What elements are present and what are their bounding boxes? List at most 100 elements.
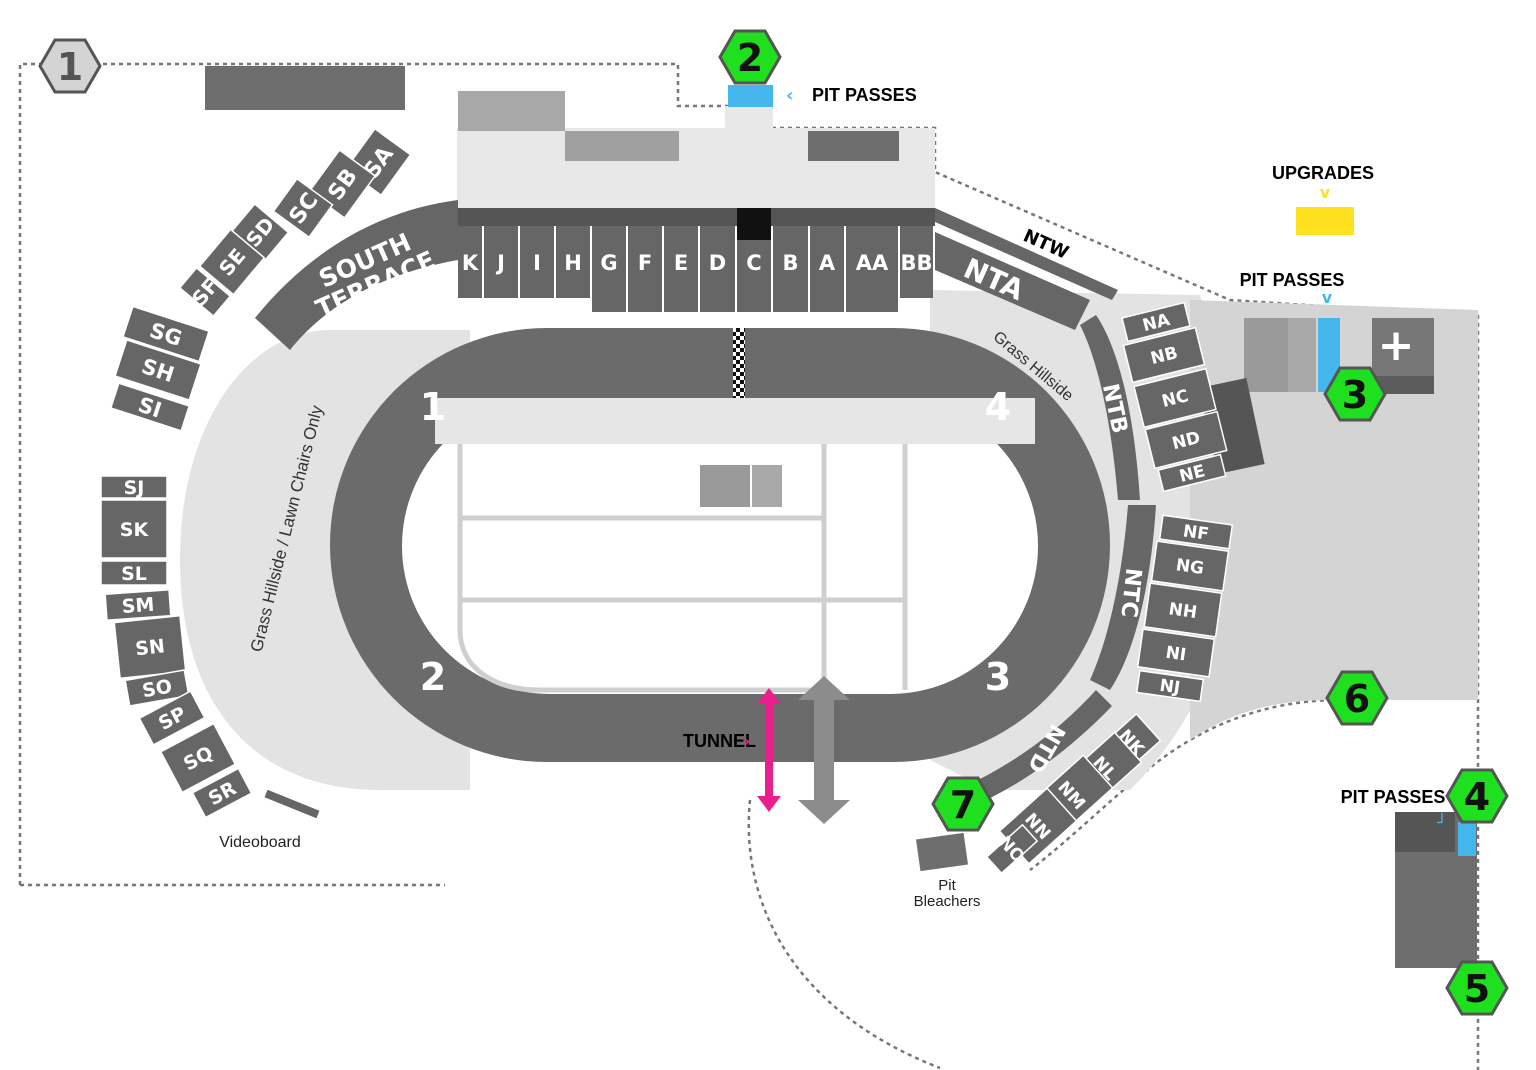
section-j: J: [495, 251, 505, 275]
section-label: NF: [1182, 521, 1210, 544]
gate-5-marker[interactable]: 5: [1445, 960, 1509, 1016]
section-so[interactable]: SO: [124, 669, 190, 707]
section-sj[interactable]: SJ: [100, 475, 168, 499]
section-e: E: [674, 251, 688, 275]
pit-passes-label-gate4: PIT PASSES: [1341, 787, 1446, 807]
chevron-left-icon: ‹: [786, 85, 793, 106]
gate-7-marker[interactable]: 7: [931, 776, 995, 832]
finish-line: [733, 328, 745, 398]
section-block-d[interactable]: [700, 226, 735, 312]
section-label: SM: [121, 594, 155, 618]
section-sm[interactable]: SM: [104, 588, 172, 622]
pit-passes-label-gate3: PIT PASSES: [1240, 270, 1345, 290]
section-a: A: [819, 251, 836, 275]
section-sk[interactable]: SK: [100, 499, 168, 559]
gate-6-label: 6: [1344, 677, 1370, 721]
section-nd[interactable]: ND: [1144, 410, 1228, 470]
gate-1-marker[interactable]: 1: [38, 38, 102, 94]
section-nf[interactable]: NF: [1158, 514, 1234, 550]
chevron-down-icon: v: [1320, 183, 1331, 202]
section-label: SO: [141, 675, 174, 702]
section-sn[interactable]: SN: [113, 614, 187, 680]
section-block-e[interactable]: [664, 226, 698, 312]
section-b: B: [782, 251, 798, 275]
turn-4-label: 4: [985, 385, 1011, 429]
section-ni[interactable]: NI: [1136, 628, 1216, 678]
gate-2-label: 2: [737, 36, 763, 80]
section-h: H: [564, 251, 582, 275]
gate-4-label: 4: [1464, 775, 1490, 819]
chevron-down-icon: v: [1322, 288, 1333, 307]
section-block-j[interactable]: [484, 226, 518, 298]
boundary-lines: [18, 62, 1480, 1070]
gate-7-label: 7: [950, 783, 976, 827]
section-nc[interactable]: NC: [1133, 367, 1217, 429]
section-block-i[interactable]: [520, 226, 554, 298]
buildings: [205, 66, 1477, 968]
section-label: NG: [1174, 555, 1205, 579]
gate-1-label: 1: [57, 45, 83, 89]
section-i: I: [533, 251, 541, 275]
gate-3-marker[interactable]: 3: [1323, 366, 1387, 422]
race-track: [330, 328, 1110, 762]
upgrades-label: UPGRADES: [1272, 163, 1374, 183]
turn-numbers: 1 2 3 4: [420, 385, 1011, 699]
section-na[interactable]: NA: [1121, 301, 1191, 343]
section-bb: BB: [900, 251, 932, 275]
section-k: K: [462, 251, 479, 275]
first-aid-building: [1372, 318, 1434, 376]
tunnel-label: TUNNEL: [683, 731, 756, 751]
section-label: NH: [1167, 599, 1198, 623]
chevron-right-icon: ›: [743, 731, 750, 752]
gate-2-marker[interactable]: 2: [718, 29, 782, 85]
north-terrace: NTW NTA NTB NTC NTD: [935, 208, 1156, 805]
pit-bleachers-label-1: Pit: [938, 877, 956, 894]
videoboard: [264, 789, 320, 819]
section-aa: AA: [856, 251, 889, 275]
section-sl[interactable]: SL: [100, 560, 168, 586]
section-d: D: [709, 251, 726, 275]
section-block-h[interactable]: [556, 226, 590, 298]
section-label: SK: [120, 519, 150, 541]
section-ng[interactable]: NG: [1150, 540, 1230, 592]
upgrades-marker: [1296, 207, 1354, 235]
section-block-f[interactable]: [628, 226, 662, 312]
section-sg[interactable]: SG: [122, 305, 210, 363]
section-block-a[interactable]: [810, 226, 844, 312]
pit-bleachers: [916, 832, 968, 872]
pit-passes-label-gate2: PIT PASSES: [812, 85, 917, 105]
south-terrace: SOUTH TERRACE: [255, 200, 458, 350]
turn-3-label: 3: [985, 655, 1011, 699]
section-block-c[interactable]: [737, 226, 771, 312]
gate-markers: 1 2 3 4 5 6 7: [38, 29, 1509, 1016]
first-aid-icon: +: [1378, 320, 1415, 371]
section-label: SL: [121, 563, 147, 585]
section-f: F: [638, 251, 652, 275]
gate-5-label: 5: [1464, 967, 1490, 1011]
section-block-k[interactable]: [458, 226, 482, 298]
section-se[interactable]: SE: [198, 228, 266, 296]
section-sq[interactable]: SQ: [159, 722, 237, 794]
section-block-bb[interactable]: [900, 226, 933, 298]
section-sh[interactable]: SH: [114, 338, 202, 402]
section-c-highlight: [737, 208, 771, 240]
videoboard-label: Videoboard: [219, 834, 301, 851]
chevron-corner-icon: ┘: [1436, 812, 1447, 832]
section-label: NI: [1164, 643, 1187, 666]
section-block-b[interactable]: [773, 226, 808, 312]
section-sc[interactable]: SC: [272, 177, 334, 239]
gate-6-marker[interactable]: 6: [1325, 670, 1389, 726]
section-nb[interactable]: NB: [1122, 326, 1206, 384]
section-block-aa[interactable]: [846, 226, 898, 312]
gate-4-marker[interactable]: 4: [1445, 768, 1509, 824]
section-ntc: NTC: [1115, 567, 1145, 619]
section-nh[interactable]: NH: [1143, 582, 1223, 638]
section-block-g[interactable]: [592, 226, 626, 312]
section-nj[interactable]: NJ: [1135, 669, 1205, 703]
section-si[interactable]: SI: [109, 382, 191, 432]
turn-1-label: 1: [420, 385, 446, 429]
gate-3-label: 3: [1342, 373, 1368, 417]
